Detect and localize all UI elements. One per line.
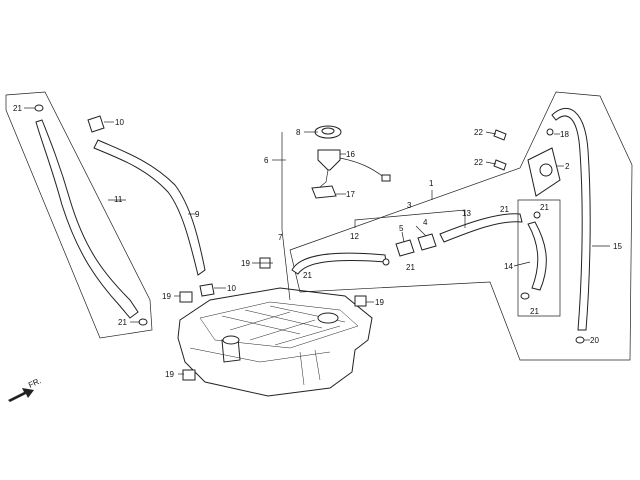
- callout-19-b: 19: [162, 292, 171, 301]
- leader-3: [354, 209, 466, 228]
- hose-11: [35, 119, 139, 319]
- grommet-19-b: [179, 291, 193, 303]
- callout-19-d: 19: [165, 370, 174, 379]
- callout-4: 4: [423, 218, 428, 227]
- callout-13: 13: [462, 209, 471, 218]
- sender-connector: [381, 174, 391, 182]
- callout-15: 15: [613, 242, 622, 251]
- group-frame-1: [289, 91, 633, 361]
- grommet-19-d: [182, 369, 196, 381]
- callout-3: 3: [407, 201, 412, 210]
- clip-20: [575, 336, 585, 344]
- callout-19-c: 19: [375, 298, 384, 307]
- connector-4: [417, 233, 437, 251]
- clamp-10-top: [87, 115, 105, 133]
- callout-10-mid: 10: [227, 284, 236, 293]
- callout-11: 11: [114, 195, 123, 204]
- float-17: [311, 185, 337, 199]
- callout-21-mid: 21: [406, 263, 415, 272]
- clip-18: [546, 128, 554, 136]
- fuel-tank: [177, 287, 373, 397]
- cap-8-inner: [321, 127, 335, 135]
- pump-2-port: [539, 163, 553, 177]
- callout-20: 20: [590, 336, 599, 345]
- callout-9: 9: [195, 210, 200, 219]
- callout-6: 6: [264, 156, 269, 165]
- clip-21-hose-12-right: [382, 258, 390, 266]
- clip-21-top-left: [34, 104, 44, 112]
- clamp-10-mid: [199, 283, 215, 297]
- clip-21-hose-14-bottom: [520, 292, 530, 300]
- sender-16: [317, 149, 341, 171]
- hose-group-frame-left: [5, 91, 153, 339]
- hose-13: [439, 213, 523, 243]
- callout-21-bottom-left: 21: [118, 318, 127, 327]
- callout-16: 16: [346, 150, 355, 159]
- leader-lines: [24, 107, 610, 375]
- group-frame-14: [517, 199, 561, 317]
- callout-19-a: 19: [241, 259, 250, 268]
- filter-5: [395, 239, 415, 257]
- callout-5: 5: [399, 224, 404, 233]
- callout-21-top-left: 21: [13, 104, 22, 113]
- clip-21-bottom-left: [138, 318, 148, 326]
- callout-7: 7: [278, 233, 283, 242]
- direction-label: FR.: [27, 376, 42, 390]
- callout-8: 8: [296, 128, 301, 137]
- bolt-22-lower: [493, 159, 507, 171]
- clip-21-hose-14-top: [533, 211, 541, 219]
- callout-21-hose-14-bottom: 21: [530, 307, 539, 316]
- bolt-22-upper: [493, 129, 507, 141]
- callout-14: 14: [504, 262, 513, 271]
- sender-wire: [339, 157, 386, 179]
- hose-15: [551, 107, 591, 331]
- hose-9: [93, 139, 206, 276]
- callout-22-upper: 22: [474, 128, 483, 137]
- callout-18: 18: [560, 130, 569, 139]
- callout-17: 17: [346, 190, 355, 199]
- callout-12: 12: [350, 232, 359, 241]
- callout-22-lower: 22: [474, 158, 483, 167]
- callout-21-hose-13: 21: [500, 205, 509, 214]
- hose-14: [527, 221, 547, 291]
- leader-6-7: [281, 132, 291, 301]
- callout-2: 2: [565, 162, 570, 171]
- callout-10-top: 10: [115, 118, 124, 127]
- grommet-19-c: [354, 295, 367, 307]
- callout-21-hose-12: 21: [303, 271, 312, 280]
- callout-21-hose-14-top: 21: [540, 203, 549, 212]
- callout-1: 1: [429, 179, 434, 188]
- front-direction-arrow: [8, 388, 34, 402]
- hose-12: [291, 252, 387, 275]
